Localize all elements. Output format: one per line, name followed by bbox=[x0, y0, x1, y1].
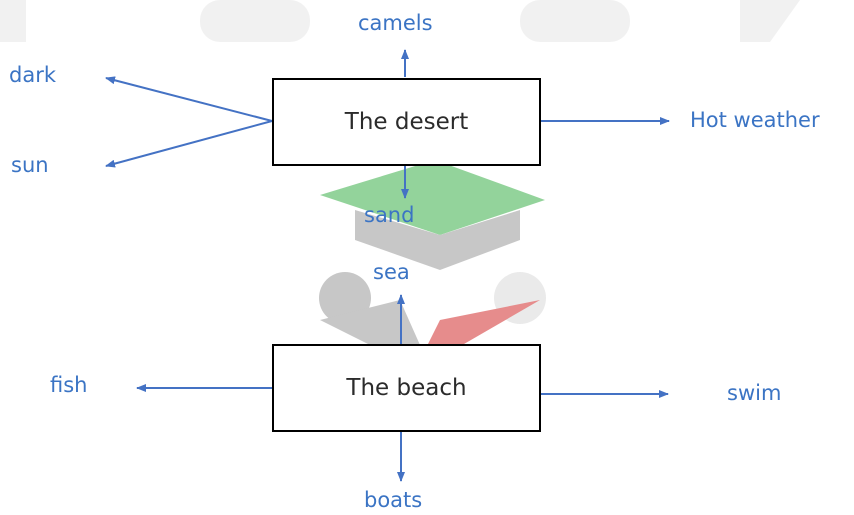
label-hot-weather: Hot weather bbox=[690, 108, 820, 132]
label-camels: camels bbox=[358, 11, 433, 35]
beach-box-title: The beach bbox=[346, 375, 467, 401]
label-sand: sand bbox=[364, 203, 415, 227]
label-fish: fish bbox=[50, 373, 88, 397]
desert-box-title: The desert bbox=[344, 109, 469, 135]
label-swim: swim bbox=[727, 381, 782, 405]
label-sun: sun bbox=[11, 153, 49, 177]
watermark bbox=[0, 0, 800, 42]
watermark-logo bbox=[319, 160, 546, 360]
desert-box: The desert bbox=[272, 78, 541, 166]
label-dark: dark bbox=[9, 63, 56, 87]
arrow-desert-sun bbox=[105, 120, 273, 168]
beach-box: The beach bbox=[272, 344, 541, 432]
label-boats: boats bbox=[364, 488, 423, 512]
arrow-desert-dark bbox=[105, 76, 273, 122]
label-sea: sea bbox=[373, 260, 410, 284]
